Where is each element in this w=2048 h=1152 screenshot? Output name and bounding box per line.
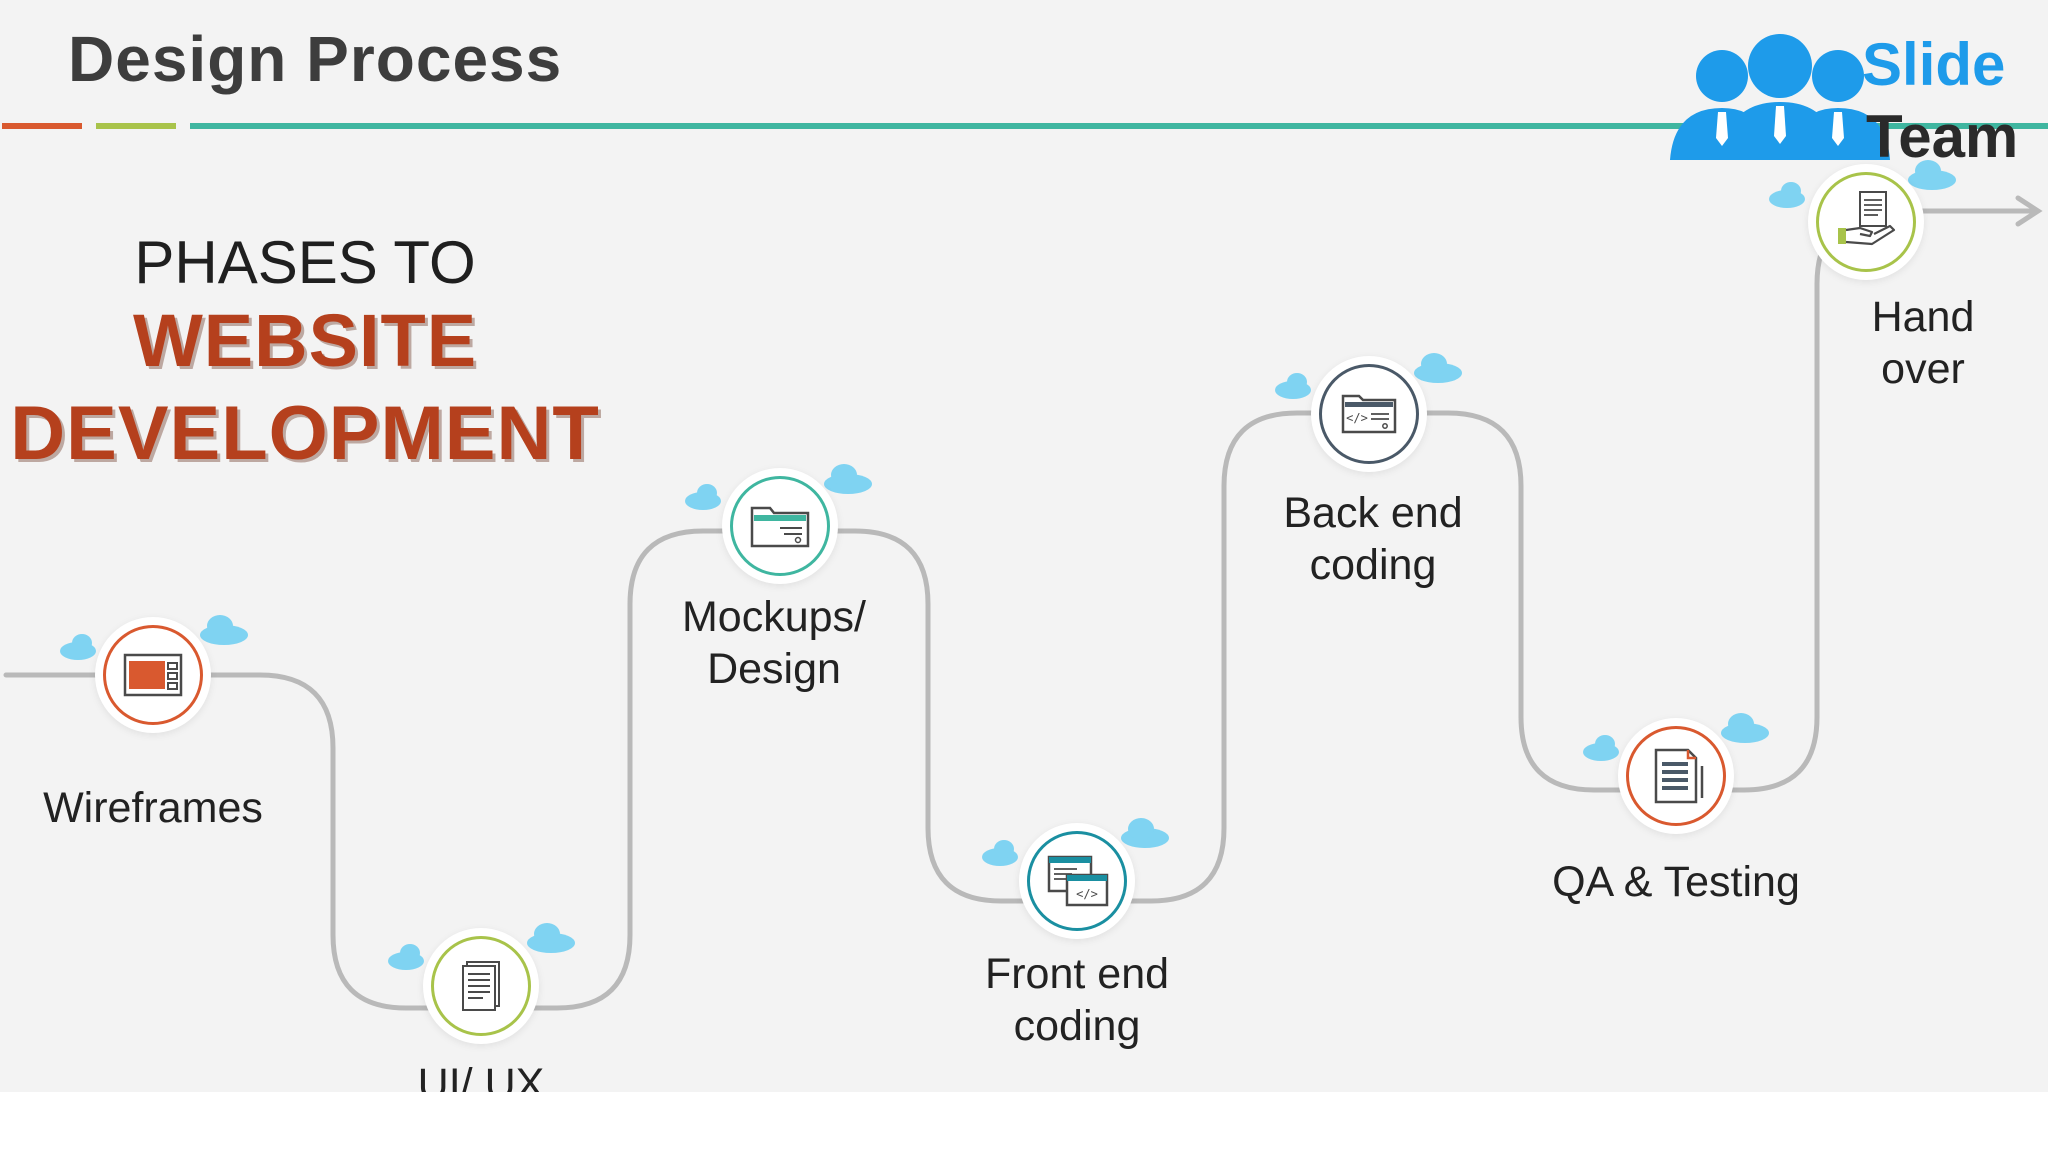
cloud-icon xyxy=(60,634,96,660)
phase-label-front-end-coding: Front end coding xyxy=(984,950,1170,1050)
phase-label-mockups-design: Mockups/ Design xyxy=(681,593,866,693)
folder-window-icon xyxy=(750,506,810,548)
phase-label-ui-ux: UI/ UX xyxy=(417,1060,545,1092)
phase-node-front-end-coding: </> xyxy=(1019,823,1135,939)
bottom-strip xyxy=(0,1092,2048,1152)
browser-window-icon xyxy=(123,653,183,697)
checklist-document-icon xyxy=(1654,748,1704,804)
hand-document-icon xyxy=(1838,191,1896,246)
phase-node-wireframes xyxy=(95,617,211,733)
cloud-icon xyxy=(527,923,575,953)
title-rule-teal xyxy=(190,123,2048,129)
phase-node-back-end-coding: </> xyxy=(1311,356,1427,472)
cloud-icon xyxy=(200,615,248,645)
slideteam-logo xyxy=(1670,34,1890,160)
document-pages-icon xyxy=(462,961,500,1011)
title-rule-orange xyxy=(2,123,82,129)
phase-node-ui-ux xyxy=(423,928,539,1044)
phase-label-qa-testing: QA & Testing xyxy=(1552,858,1800,906)
headline-line-1: PHASES TO xyxy=(134,229,476,296)
phase-node-mockups-design xyxy=(722,468,838,584)
cloud-icon xyxy=(685,484,721,510)
code-windows-icon: </> xyxy=(1047,855,1109,907)
cloud-icon xyxy=(1721,713,1769,743)
cloud-icon xyxy=(1121,818,1169,848)
slide-canvas: Design Process PHASES TO WEBSITE DEVELOP… xyxy=(0,0,2048,1092)
cloud-icon xyxy=(824,464,872,494)
phase-label-back-end-coding: Back end coding xyxy=(1283,489,1463,589)
logo-word-team: Team xyxy=(1866,103,2019,170)
cloud-icon xyxy=(1414,353,1462,383)
logo-word-slide: Slide xyxy=(1862,31,2006,98)
phase-label-wireframes: Wireframes xyxy=(43,784,263,832)
headline-line-3: DEVELOPMENT xyxy=(10,391,600,476)
phase-label-hand-over: Hand over xyxy=(1871,293,1975,393)
code-browser-icon: </> xyxy=(1341,394,1397,434)
cloud-icon xyxy=(1908,160,1956,190)
cloud-decorations xyxy=(60,160,1956,970)
phase-ring xyxy=(1626,726,1726,826)
cloud-icon xyxy=(1583,735,1619,761)
title-rule-green xyxy=(96,123,176,129)
page-title: Design Process xyxy=(68,23,563,95)
svg-text:</>: </> xyxy=(1076,887,1098,901)
svg-text:</>: </> xyxy=(1346,411,1368,425)
headline-line-2: WEBSITE xyxy=(132,299,478,382)
cloud-icon xyxy=(1275,373,1311,399)
cloud-icon xyxy=(388,944,424,970)
arrow-head-icon xyxy=(2015,195,2043,227)
cloud-icon xyxy=(982,840,1018,866)
phase-node-qa-testing xyxy=(1618,718,1734,834)
phase-node-hand-over xyxy=(1808,164,1924,280)
cloud-icon xyxy=(1769,182,1805,208)
